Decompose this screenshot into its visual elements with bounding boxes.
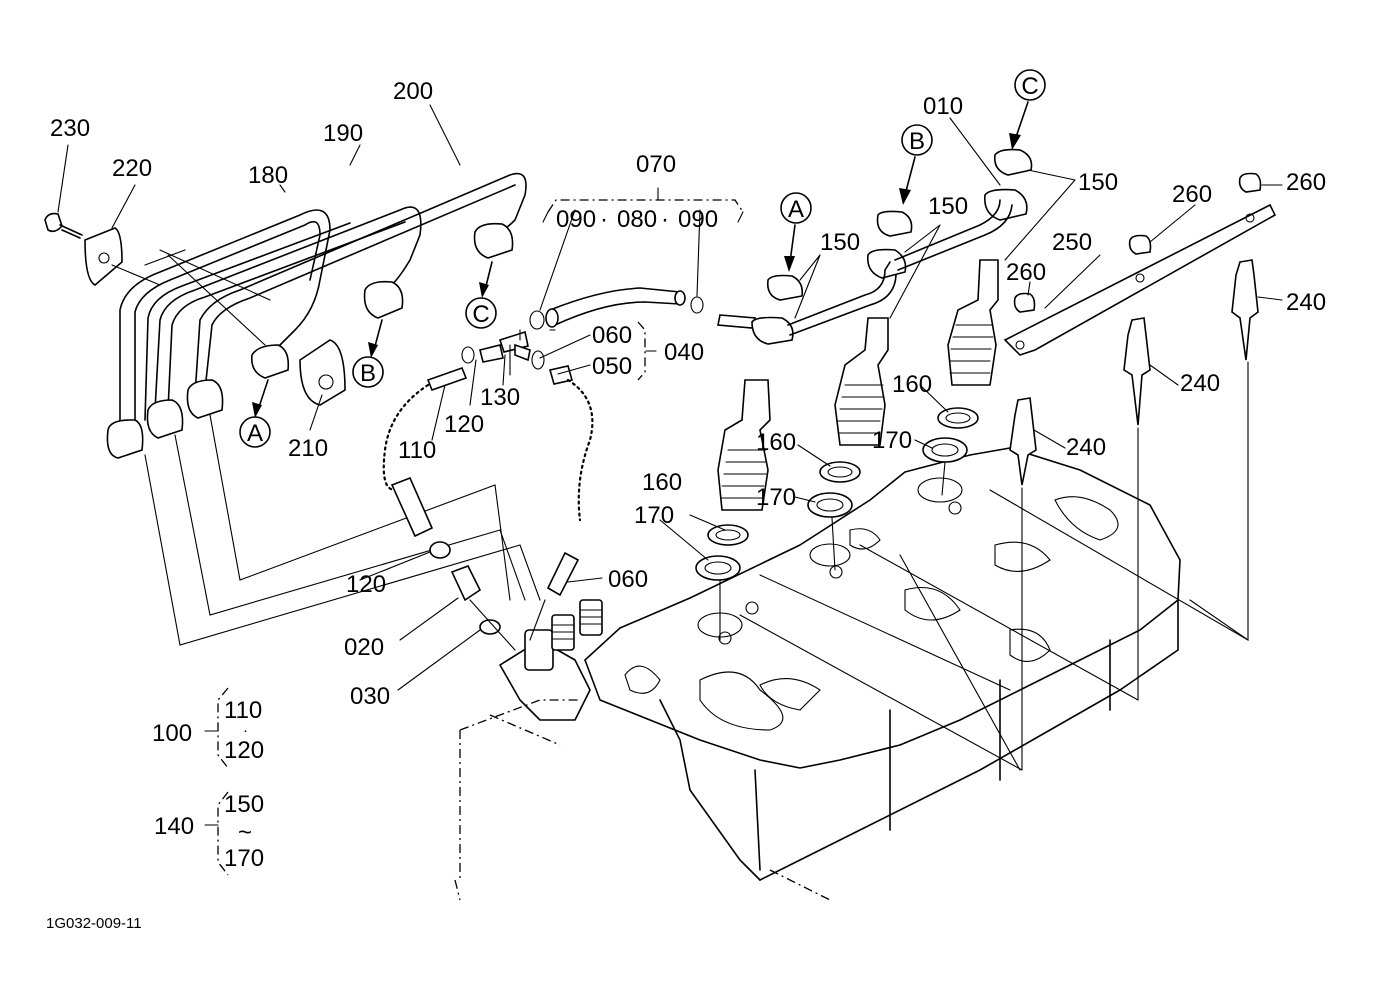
label-020: 020 bbox=[344, 634, 384, 661]
label-080: 080 bbox=[617, 206, 657, 233]
svg-text:A: A bbox=[788, 196, 804, 223]
svg-text:B: B bbox=[909, 128, 925, 155]
label-110-group: 110 bbox=[224, 697, 262, 724]
label-220: 220 bbox=[112, 155, 152, 182]
bolt-icon bbox=[44, 212, 83, 239]
separator-dot-left: · bbox=[600, 206, 608, 233]
label-160-left: 160 bbox=[642, 469, 682, 496]
label-110-top: 110 bbox=[398, 437, 436, 464]
clamp-icon bbox=[299, 339, 346, 406]
pipe-nut-icon bbox=[106, 222, 514, 459]
label-130: 130 bbox=[480, 384, 520, 411]
svg-text:A: A bbox=[247, 420, 263, 447]
label-070: 070 bbox=[636, 151, 676, 178]
label-180: 180 bbox=[248, 162, 288, 189]
callout-C-right: C bbox=[1014, 69, 1046, 101]
label-060-bottom: 060 bbox=[608, 566, 648, 593]
label-100: 100 bbox=[152, 720, 192, 747]
label-050: 050 bbox=[592, 353, 632, 380]
group-070-bracket bbox=[542, 187, 744, 223]
label-120-group: 120 bbox=[224, 737, 264, 764]
label-140: 140 bbox=[154, 813, 194, 840]
cylinder-head-icon bbox=[454, 447, 1181, 901]
label-260-mid: 260 bbox=[1172, 181, 1212, 208]
label-260-right: 260 bbox=[1286, 169, 1326, 196]
fuel-pump-icon bbox=[499, 599, 603, 721]
label-120-top: 120 bbox=[444, 411, 484, 438]
label-150-a: 150 bbox=[820, 229, 860, 256]
callout-B-left: B bbox=[352, 356, 384, 388]
label-250: 250 bbox=[1052, 229, 1092, 256]
return-hose-icon bbox=[382, 378, 594, 651]
label-030: 030 bbox=[350, 683, 390, 710]
label-150-c: 150 bbox=[1078, 169, 1118, 196]
label-170-group: 170 bbox=[224, 845, 264, 872]
label-240-left: 240 bbox=[1066, 434, 1106, 461]
glow-plug-icon bbox=[739, 172, 1277, 771]
label-230: 230 bbox=[50, 115, 90, 142]
label-210: 210 bbox=[288, 435, 328, 462]
injection-nozzle-icon bbox=[695, 148, 1033, 641]
callout-B-right: B bbox=[901, 124, 933, 156]
label-090-right: 090 bbox=[678, 206, 718, 233]
svg-text:B: B bbox=[360, 360, 376, 387]
group-140-bracket bbox=[204, 791, 229, 876]
part-labels: 230 220 180 190 200 210 110 120 130 060 … bbox=[46, 78, 1326, 932]
callout-A-left: A bbox=[239, 416, 271, 448]
label-170-mid: 170 bbox=[756, 484, 796, 511]
leak-off-pipe-icon bbox=[529, 287, 757, 330]
group-dot-100: · bbox=[243, 722, 248, 739]
label-260-left: 260 bbox=[1006, 259, 1046, 286]
label-040: 040 bbox=[664, 339, 704, 366]
banjo-fittings-icon bbox=[426, 329, 574, 392]
drawing-code: 1G032-009-11 bbox=[46, 915, 142, 932]
label-160-mid: 160 bbox=[756, 429, 796, 456]
label-150-group: 150 bbox=[224, 791, 264, 818]
label-160-right: 160 bbox=[892, 371, 932, 398]
tilde-150-170: ~ bbox=[238, 819, 252, 846]
callout-arrows bbox=[252, 101, 1029, 418]
label-170-right: 170 bbox=[872, 427, 912, 454]
group-040-bracket bbox=[637, 321, 657, 381]
group-100-bracket bbox=[204, 687, 229, 769]
svg-text:C: C bbox=[472, 301, 489, 328]
label-190: 190 bbox=[323, 120, 363, 147]
label-060-top: 060 bbox=[592, 322, 632, 349]
callout-A-right: A bbox=[780, 192, 812, 224]
injection-pipes-icon bbox=[106, 172, 556, 646]
label-120-bottom: 120 bbox=[346, 571, 386, 598]
bracket-icon bbox=[84, 227, 271, 346]
separator-dot-right: · bbox=[661, 206, 669, 233]
label-150-b: 150 bbox=[928, 193, 968, 220]
label-240-mid: 240 bbox=[1180, 370, 1220, 397]
label-240-right: 240 bbox=[1286, 289, 1326, 316]
label-090-left: 090 bbox=[556, 206, 596, 233]
leader-lines bbox=[57, 104, 1283, 691]
label-200: 200 bbox=[393, 78, 433, 105]
callout-C-left: C bbox=[465, 297, 497, 329]
label-170-left: 170 bbox=[634, 502, 674, 529]
label-010: 010 bbox=[923, 93, 963, 120]
svg-text:C: C bbox=[1021, 73, 1038, 100]
